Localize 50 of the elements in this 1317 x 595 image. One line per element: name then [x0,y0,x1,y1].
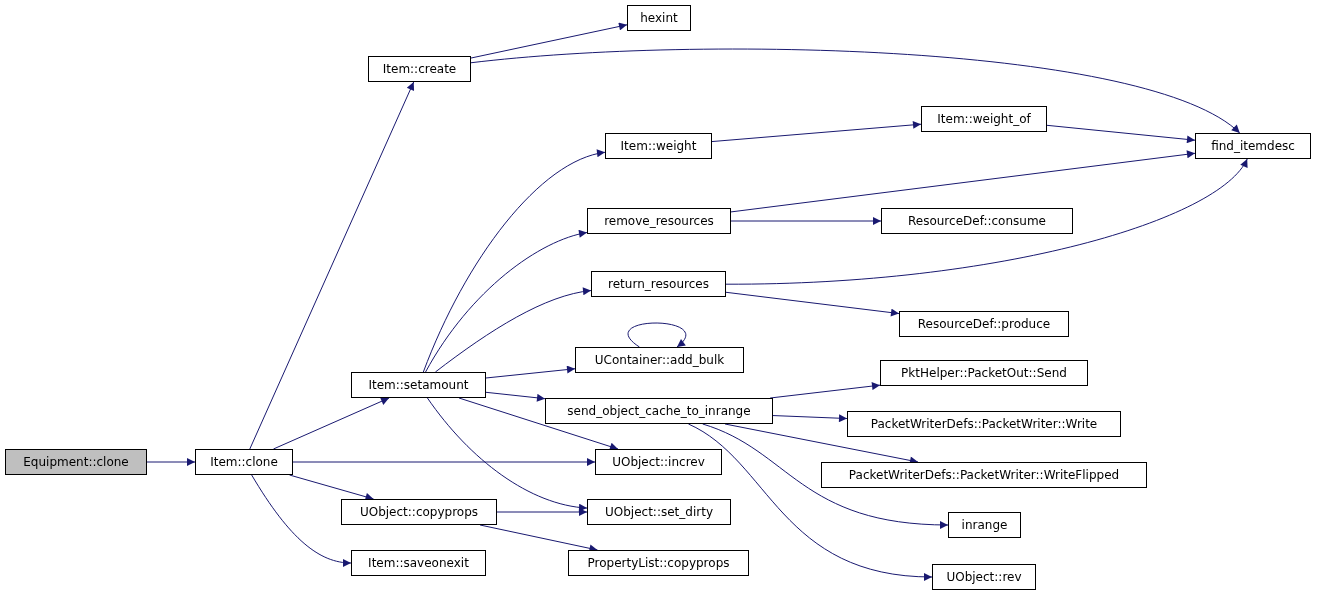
call-arrow [485,391,546,402]
call-arrow [458,397,619,451]
function-box: Item::setamount [351,372,486,398]
function-box: UObject::copyprops [341,499,497,525]
call-arrow [702,423,949,529]
call-arrow [470,48,1241,134]
call-arrow [687,423,933,581]
function-box: inrange [948,512,1021,538]
function-box: PacketWriterDefs::PacketWriter::WriteFlipped [821,462,1147,488]
function-box: Item::saveonexit [351,550,486,576]
call-arrow [249,81,415,450]
function-box: ResourceDef::consume [881,208,1073,234]
call-arrow [434,287,592,373]
function-box: remove_resources [587,208,731,234]
call-arrow [425,230,588,373]
call-arrow [1046,124,1196,144]
call-arrow [496,508,588,516]
function-box: Item::weight [605,133,712,159]
call-arrow [470,22,628,59]
function-box: PropertyList::copyprops [568,550,749,576]
call-arrow [725,291,900,317]
function-box: Item::create [368,56,471,82]
call-arrow [251,474,352,567]
function-box: Item::weight_of [921,106,1047,132]
call-arrow [772,414,848,423]
call-arrow [422,150,606,373]
function-box: PktHelper::PacketOut::Send [880,360,1088,386]
call-arrow [485,365,576,379]
call-arrow [272,397,390,450]
function-box: UObject::increv [595,449,722,475]
call-arrow [292,458,596,466]
function-box: UObject::rev [932,564,1036,590]
function-box: find_itemdesc [1195,133,1311,159]
function-box: send_object_cache_to_inrange [545,398,773,424]
function-box: Equipment::clone [5,449,147,475]
function-box: UContainer::add_bulk [575,347,744,373]
function-box: UObject::set_dirty [587,499,731,525]
call-arrow [627,322,687,348]
function-box: PacketWriterDefs::PacketWriter::Write [847,411,1121,437]
call-arrow [725,158,1248,285]
function-box: return_resources [591,271,726,297]
call-arrow [289,474,374,501]
call-arrow [730,150,1196,213]
function-box: ResourceDef::produce [899,311,1069,337]
function-box: hexint [627,5,691,31]
function-box: Item::clone [195,449,293,475]
call-arrow [711,120,922,143]
call-arrow [146,458,196,466]
call-arrow [426,397,588,512]
call-arrow [730,217,882,225]
